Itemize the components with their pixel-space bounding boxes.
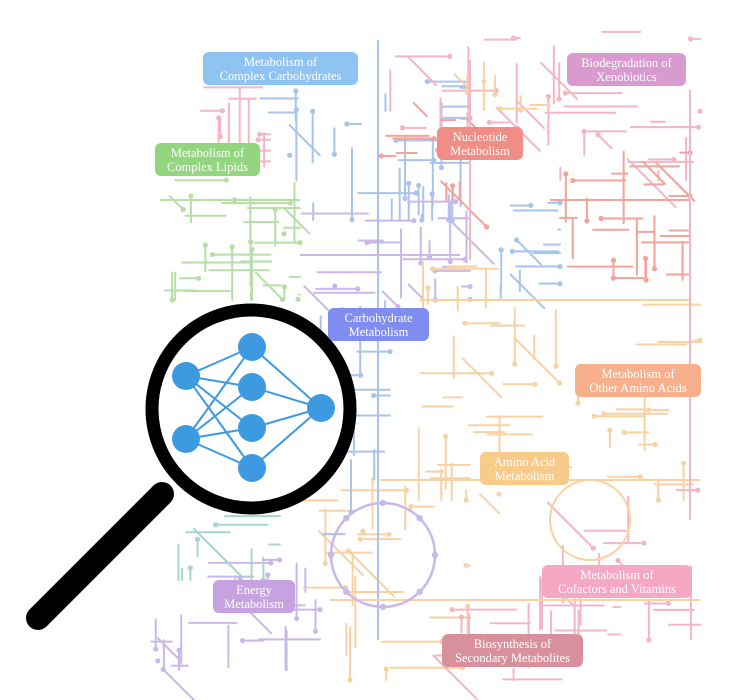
network-node xyxy=(172,425,200,453)
label-line: Complex Lipids xyxy=(167,159,248,174)
label-line: Metabolism of xyxy=(170,145,245,160)
label-line: Energy xyxy=(236,582,272,597)
label-line: Cofactors and Vitamins xyxy=(558,581,676,596)
neural-network-icon xyxy=(172,333,335,482)
network-node xyxy=(238,333,266,361)
magnifier-glass xyxy=(145,303,357,515)
pathway-network xyxy=(150,30,703,700)
network-node xyxy=(238,454,266,482)
label-line: Metabolism xyxy=(494,468,555,483)
label-line: Carbohydrate xyxy=(344,310,413,325)
label-line: Secondary Metabolites xyxy=(455,650,570,665)
label-line: Metabolism of xyxy=(243,54,318,69)
label-line: Metabolism xyxy=(348,324,409,339)
label-line: Metabolism of xyxy=(580,567,654,582)
label-line: Complex Carbohydrates xyxy=(219,68,342,83)
network-node xyxy=(238,414,266,442)
label-line: Nucleotide xyxy=(452,129,508,144)
network-node xyxy=(238,373,266,401)
label-line: Biosynthesis of xyxy=(473,636,552,651)
label-line: Metabolism xyxy=(224,596,284,611)
label-line: Biodegradation of xyxy=(581,55,672,70)
label-line: Metabolism of xyxy=(601,366,675,381)
network-node xyxy=(307,394,335,422)
label-line: Amino Acid xyxy=(493,454,556,469)
network-node xyxy=(172,362,200,390)
label-line: Xenobiotics xyxy=(596,69,657,84)
label-line: Other Amino Acids xyxy=(589,380,687,395)
magnifier-handle xyxy=(26,482,174,630)
magnifying-glass-icon xyxy=(26,303,357,630)
label-line: Metabolism xyxy=(450,143,510,158)
